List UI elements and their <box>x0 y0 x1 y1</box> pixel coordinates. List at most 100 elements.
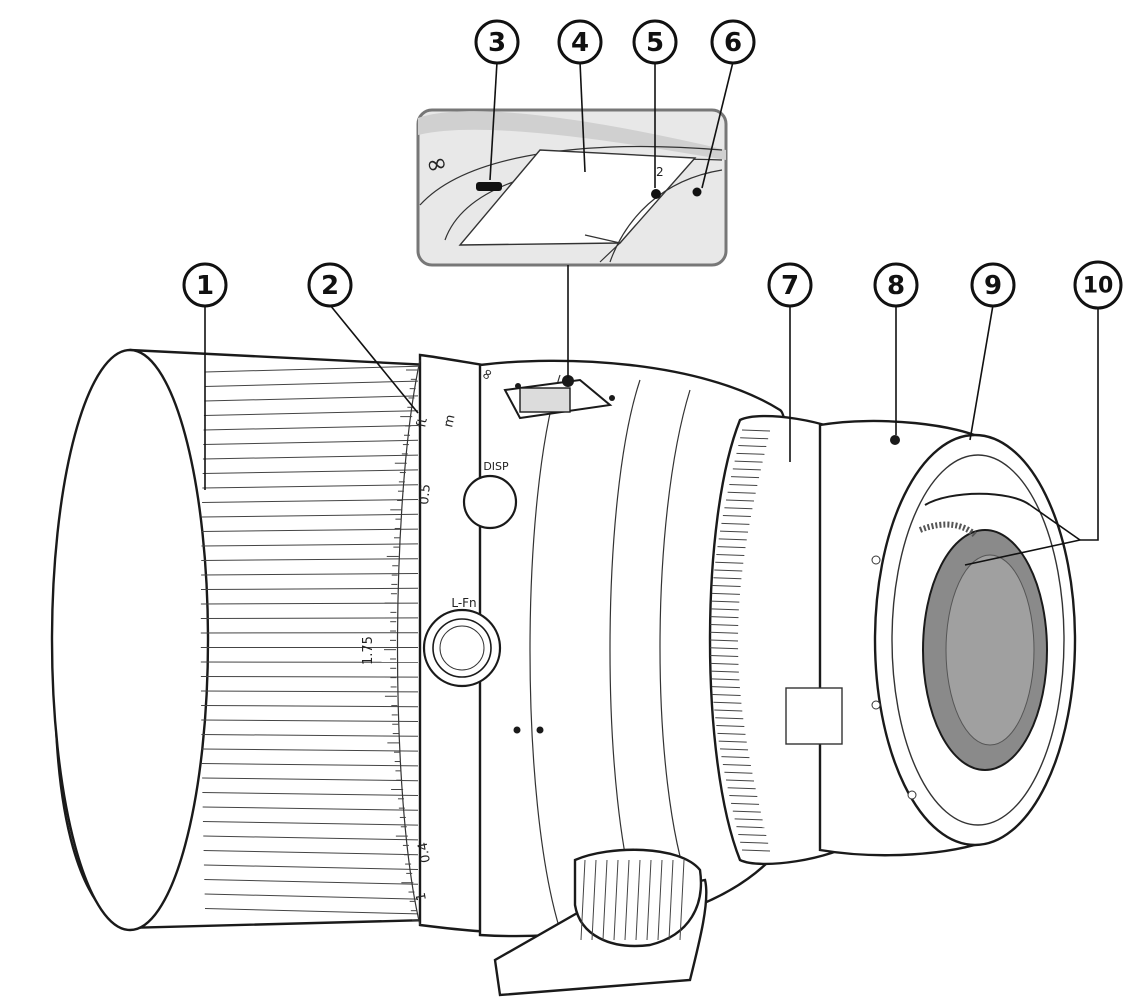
hood-ridge <box>202 454 419 460</box>
hood-ridge <box>202 777 419 782</box>
ring-ridge <box>717 546 746 549</box>
ring-ridge <box>710 616 739 619</box>
callout-6: 6 <box>710 19 756 65</box>
callout-4-number: 4 <box>571 28 589 58</box>
knob-ridge <box>679 859 685 941</box>
leader-10a <box>1029 504 1081 541</box>
hood-ridge <box>203 864 419 870</box>
ring-ridge <box>721 522 750 525</box>
inset-two: 2 <box>656 165 664 179</box>
callout-5: 5 <box>632 19 678 65</box>
hood-ridge <box>203 410 419 416</box>
hood-ridge <box>200 602 419 605</box>
knob-ridge <box>635 859 641 941</box>
tripod-knob-grip <box>580 859 685 941</box>
callout-1-number: 1 <box>196 271 214 301</box>
scale-m: m <box>441 413 458 429</box>
ring-ridge <box>709 639 739 642</box>
ring-ridge <box>711 678 740 681</box>
leader-6 <box>701 61 734 189</box>
ring-ridge <box>710 655 739 658</box>
hood-ridge <box>204 893 419 900</box>
hood-ridge <box>202 484 419 489</box>
ring-ridge <box>736 826 765 829</box>
ring-ridge <box>727 491 756 494</box>
marker-dot-right <box>536 726 544 734</box>
hood-ridge <box>204 395 419 402</box>
ring-ridge <box>716 725 745 728</box>
ring-ridge <box>738 445 767 448</box>
hood-ridge <box>201 543 419 547</box>
hood-ridge <box>202 806 419 811</box>
ring-ridge <box>729 795 758 798</box>
ring-ridge <box>712 693 741 696</box>
knob-ridge <box>624 859 630 941</box>
rear-mount <box>785 419 1077 857</box>
ring-ridge <box>724 507 753 510</box>
hood-ridge <box>200 587 419 590</box>
ring-ridge <box>725 499 755 502</box>
ring-ridge <box>724 771 753 774</box>
ring-ridge <box>710 608 739 611</box>
knob-ridge <box>646 859 652 941</box>
hood-ridge <box>201 528 419 532</box>
ring-ridge <box>717 732 746 735</box>
hood-ridge <box>203 425 419 431</box>
leader-lines <box>204 61 1099 566</box>
switch-detail-inset: ∞ 2 <box>416 108 728 378</box>
hood-ridge <box>201 558 419 561</box>
scale-1: 1 <box>414 891 430 902</box>
ring-ridge <box>718 740 747 743</box>
ring-ridge <box>725 779 755 782</box>
hood-grip-ridges <box>200 365 419 915</box>
hood-ridge <box>204 908 419 915</box>
hood-ridge <box>201 763 419 767</box>
callout-6-number: 6 <box>724 28 742 58</box>
ring-ridge <box>718 538 747 541</box>
control-ring-grip <box>709 429 771 852</box>
mount-index-dot <box>890 435 900 445</box>
ring-ridge <box>715 717 744 720</box>
callout-9: 9 <box>970 262 1016 308</box>
ring-ridge <box>714 709 743 712</box>
ring-ridge <box>732 468 761 471</box>
callout-8-number: 8 <box>887 271 905 301</box>
leader-4 <box>579 61 586 173</box>
disp-label: DISP <box>483 460 509 473</box>
ring-ridge <box>713 701 742 704</box>
hood-ridge <box>204 879 419 885</box>
ring-ridge <box>740 841 769 844</box>
ring-ridge <box>727 787 756 790</box>
hood-ridge <box>200 676 419 678</box>
knob-ridge <box>580 859 586 941</box>
ring-ridge <box>710 623 739 626</box>
leader-2 <box>329 304 419 414</box>
hood-ridge <box>202 792 419 796</box>
hood-ridge <box>202 469 419 474</box>
ring-ridge <box>722 763 751 766</box>
distance-scale-ticks <box>384 369 418 921</box>
ring-ridge <box>711 686 740 689</box>
ring-ridge <box>740 437 769 440</box>
lens-hood <box>50 348 432 932</box>
disp-button[interactable]: DISP <box>462 460 518 530</box>
callout-10: 10 <box>1073 260 1123 310</box>
ring-ridge <box>716 553 745 556</box>
leader-10 <box>1080 305 1099 541</box>
ring-ridge <box>710 647 739 650</box>
l-fn-button[interactable]: L-Fn <box>422 596 502 688</box>
tripod-foot <box>493 848 708 997</box>
hood-ridge <box>202 499 419 503</box>
knob-ridge <box>657 859 663 941</box>
ring-ridge <box>722 515 751 518</box>
hood-ridge <box>201 513 419 518</box>
hood-ridge <box>203 439 419 445</box>
ring-ridge <box>710 670 739 673</box>
ring-ridge <box>734 460 763 463</box>
hood-ridge <box>204 380 419 387</box>
callout-2: 2 <box>307 262 353 308</box>
callout-7-number: 7 <box>781 271 799 301</box>
hood-ridge <box>202 821 419 826</box>
